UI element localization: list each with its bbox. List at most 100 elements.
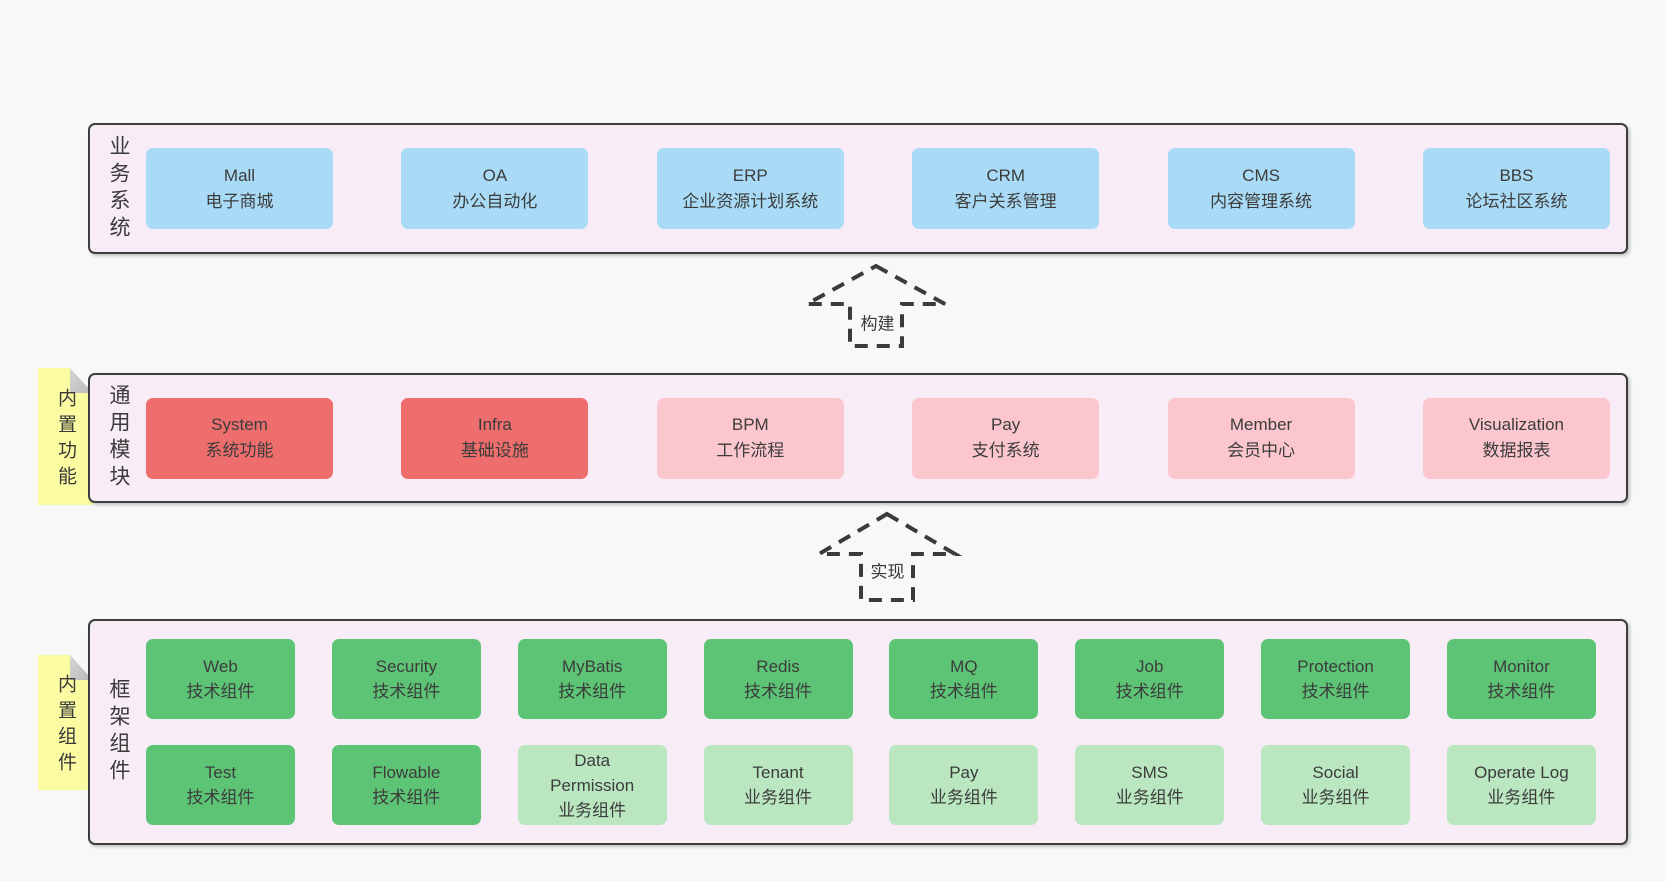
node-name: Tenant bbox=[752, 763, 804, 782]
node-system: System 系统功能 bbox=[146, 397, 333, 479]
node-desc: 技术组件 bbox=[186, 788, 255, 807]
band-label: 业务系统 bbox=[107, 134, 130, 243]
band-business-systems: 业务系统 Mall 电子商城 OA 办公自动化 ERP 企业资源计划系统 CRM… bbox=[88, 123, 1628, 254]
up-arrow-icon bbox=[811, 511, 963, 602]
sticky-note-builtin-components: 内置组件 bbox=[38, 655, 93, 790]
node-desc: 技术组件 bbox=[558, 682, 627, 701]
node-name: Test bbox=[204, 763, 237, 782]
node-desc: 支付系统 bbox=[971, 441, 1040, 460]
node-name: Security bbox=[375, 657, 438, 676]
node-security: Security 技术组件 bbox=[331, 639, 481, 719]
band-content: Mall 电子商城 OA 办公自动化 ERP 企业资源计划系统 CRM 客户关系… bbox=[146, 125, 1626, 252]
node-desc: 论坛社区系统 bbox=[1465, 191, 1568, 211]
component-row-2: Test 技术组件 Flowable 技术组件 Data Permission … bbox=[146, 745, 1596, 825]
node-desc: 基础设施 bbox=[460, 441, 529, 460]
node-name: Flowable bbox=[372, 763, 441, 782]
node-desc: 会员中心 bbox=[1227, 441, 1296, 460]
node-name: Pay bbox=[949, 763, 979, 782]
node-name: Monitor bbox=[1493, 657, 1550, 676]
node-mybatis: MyBatis 技术组件 bbox=[517, 639, 667, 719]
arrow-implement: 实现 bbox=[805, 504, 970, 606]
node-desc: 业务组件 bbox=[1487, 788, 1556, 807]
node-name: Web bbox=[203, 657, 238, 676]
node-desc: 电子商城 bbox=[205, 191, 274, 211]
node-redis: Redis 技术组件 bbox=[703, 639, 853, 719]
node-name: Redis bbox=[756, 657, 800, 676]
node-desc: 技术组件 bbox=[1301, 682, 1370, 701]
node-data-permission: Data Permission 业务组件 bbox=[517, 745, 667, 825]
node-sms: SMS 业务组件 bbox=[1075, 745, 1225, 825]
node-cms: CMS 内容管理系统 bbox=[1167, 148, 1355, 229]
up-arrow-icon bbox=[806, 263, 946, 348]
sticky-note-label: 内置功能 bbox=[55, 387, 76, 492]
node-desc: 系统功能 bbox=[205, 441, 274, 460]
node-bpm: BPM 工作流程 bbox=[656, 397, 844, 479]
node-social: Social 业务组件 bbox=[1261, 745, 1411, 825]
node-desc: 业务组件 bbox=[1115, 788, 1184, 807]
arrow-build: 构建 bbox=[795, 256, 960, 358]
band-framework-components: 框架组件 Web 技术组件 Security 技术组件 MyBatis 技术组件… bbox=[88, 619, 1628, 845]
node-desc: 客户关系管理 bbox=[954, 191, 1057, 211]
node-desc: 技术组件 bbox=[186, 682, 255, 701]
node-name: Data Permission bbox=[550, 750, 635, 795]
node-name: Visualization bbox=[1468, 415, 1565, 434]
node-erp: ERP 企业资源计划系统 bbox=[656, 148, 844, 229]
node-pay-system: Pay 支付系统 bbox=[912, 397, 1100, 479]
node-desc: 工作流程 bbox=[716, 441, 785, 460]
node-name: CMS bbox=[1242, 165, 1280, 185]
node-desc: 技术组件 bbox=[1487, 682, 1556, 701]
node-desc: 业务组件 bbox=[558, 800, 627, 820]
node-name: System bbox=[211, 415, 268, 434]
node-operate-log: Operate Log 业务组件 bbox=[1446, 745, 1596, 825]
node-name: Mall bbox=[223, 165, 256, 185]
node-name: Infra bbox=[477, 415, 512, 434]
node-monitor: Monitor 技术组件 bbox=[1446, 639, 1596, 719]
node-desc: 办公自动化 bbox=[452, 191, 538, 211]
node-desc: 业务组件 bbox=[929, 788, 998, 807]
node-name: BPM bbox=[731, 415, 769, 434]
node-protection: Protection 技术组件 bbox=[1261, 639, 1411, 719]
node-name: SMS bbox=[1131, 763, 1169, 782]
node-mall: Mall 电子商城 bbox=[146, 148, 333, 229]
node-name: OA bbox=[482, 165, 508, 185]
node-name: Member bbox=[1229, 415, 1293, 434]
node-name: Operate Log bbox=[1474, 763, 1569, 782]
node-pay-component: Pay 业务组件 bbox=[889, 745, 1039, 825]
node-name: MQ bbox=[950, 657, 978, 676]
node-desc: 技术组件 bbox=[372, 788, 441, 807]
node-desc: 业务组件 bbox=[744, 788, 813, 807]
node-oa: OA 办公自动化 bbox=[401, 148, 589, 229]
arrow-label: 实现 bbox=[866, 556, 909, 584]
node-desc: 企业资源计划系统 bbox=[682, 191, 819, 211]
node-desc: 技术组件 bbox=[929, 682, 998, 701]
band-label: 通用模块 bbox=[107, 384, 130, 492]
node-desc: 技术组件 bbox=[744, 682, 813, 701]
node-name: Job bbox=[1136, 657, 1164, 676]
node-desc: 技术组件 bbox=[1115, 682, 1184, 701]
node-member: Member 会员中心 bbox=[1167, 397, 1355, 479]
sticky-note-label: 内置组件 bbox=[55, 673, 76, 778]
node-name: BBS bbox=[1499, 165, 1534, 185]
node-name: Pay bbox=[991, 415, 1021, 434]
node-desc: 内容管理系统 bbox=[1210, 191, 1313, 211]
band-content: Web 技术组件 Security 技术组件 MyBatis 技术组件 Redi… bbox=[146, 621, 1626, 843]
component-row-1: Web 技术组件 Security 技术组件 MyBatis 技术组件 Redi… bbox=[146, 639, 1596, 719]
node-name: ERP bbox=[732, 165, 768, 185]
node-infra: Infra 基础设施 bbox=[401, 397, 589, 479]
node-tenant: Tenant 业务组件 bbox=[703, 745, 853, 825]
node-bbs: BBS 论坛社区系统 bbox=[1422, 148, 1610, 229]
node-name: CRM bbox=[986, 165, 1026, 185]
arrow-label: 构建 bbox=[856, 308, 899, 336]
node-flowable: Flowable 技术组件 bbox=[331, 745, 481, 825]
node-crm: CRM 客户关系管理 bbox=[912, 148, 1100, 229]
band-label: 框架组件 bbox=[107, 678, 130, 786]
node-test: Test 技术组件 bbox=[146, 745, 295, 825]
node-job: Job 技术组件 bbox=[1075, 639, 1225, 719]
node-name: Protection bbox=[1297, 657, 1374, 676]
node-name: MyBatis bbox=[561, 657, 623, 676]
band-content: System 系统功能 Infra 基础设施 BPM 工作流程 Pay 支付系统… bbox=[146, 375, 1626, 501]
node-mq: MQ 技术组件 bbox=[889, 639, 1039, 719]
node-web: Web 技术组件 bbox=[146, 639, 295, 719]
node-desc: 技术组件 bbox=[372, 682, 441, 701]
